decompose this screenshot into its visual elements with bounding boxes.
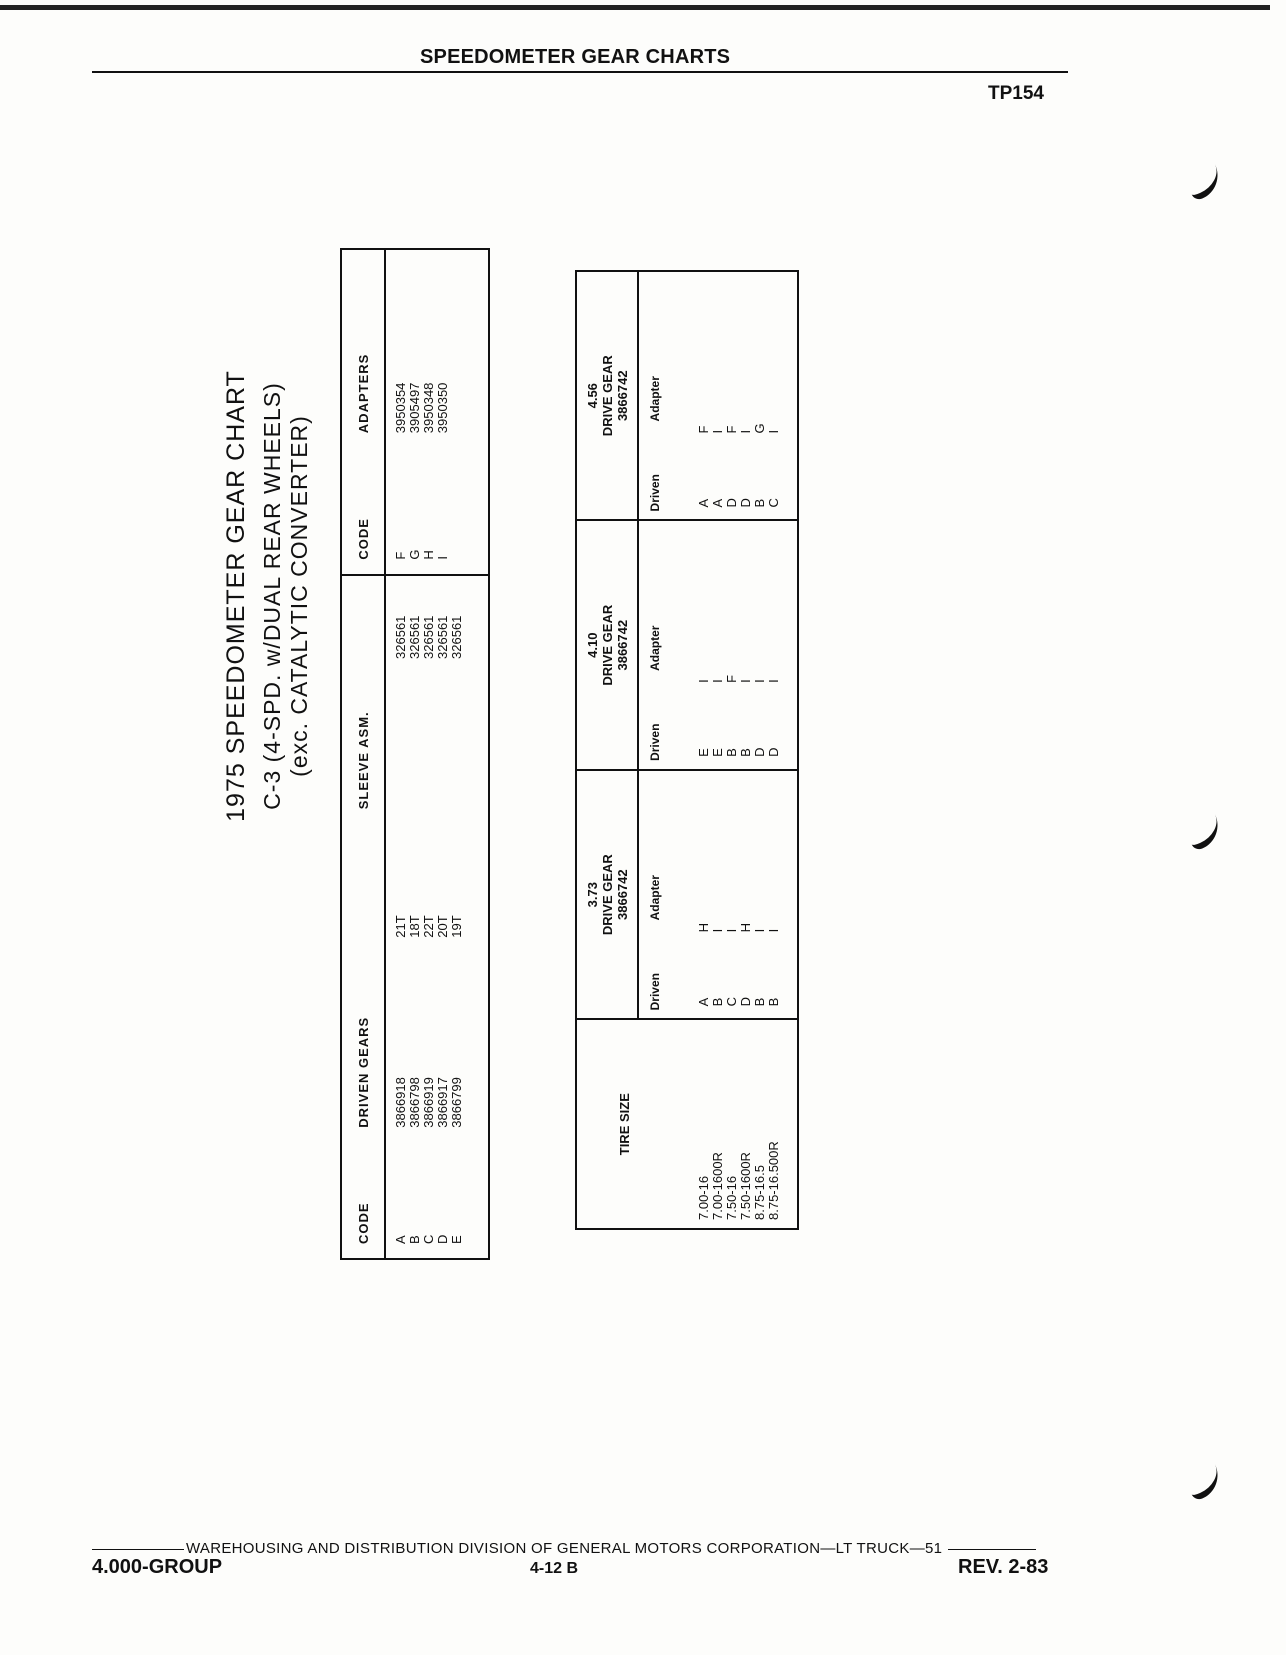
subheader-373: DrivenAdapter	[638, 769, 671, 1020]
gear-373-cell: AH BI CI DH BI BI	[671, 769, 798, 1020]
col-header-driven-gears: DRIVEN GEARS	[341, 823, 385, 1142]
subheader-456: DrivenAdapter	[638, 271, 671, 521]
col-header-code: CODE	[341, 1141, 385, 1259]
gear-table-wrapper: CODE DRIVEN GEARS SLEEVE ASM. CODE ADAPT…	[340, 248, 490, 1260]
tire-size-cell: 7.00-16 7.00-1600R 7.50-16 7.50-1600R 8.…	[696, 1141, 781, 1220]
header-divider	[92, 71, 1068, 73]
group-header-410: 4.10 DRIVE GEAR 3866742	[576, 520, 638, 770]
group-header-373: 3.73 DRIVE GEAR 3866742	[576, 769, 638, 1020]
footer-division-line: WAREHOUSING AND DISTRIBUTION DIVISION OF…	[92, 1540, 1037, 1557]
tire-table: TIRE SIZE 3.73 DRIVE GEAR 3866742 4.10 D…	[575, 270, 799, 1230]
driven-gear-cell: 386691821T 386679818T 386691922T 3866917…	[393, 915, 464, 1128]
col-header-adapters: ADAPTERS	[341, 249, 385, 448]
page-top-edge	[0, 0, 1286, 14]
gear-table: CODE DRIVEN GEARS SLEEVE ASM. CODE ADAPT…	[340, 248, 490, 1260]
footer-division-text: WAREHOUSING AND DISTRIBUTION DIVISION OF…	[186, 1540, 943, 1557]
chart-title: 1975 SPEEDOMETER GEAR CHART	[222, 370, 250, 822]
subheader-410: DrivenAdapter	[638, 520, 671, 770]
footer-rule-left	[92, 1548, 184, 1550]
group-header-456: 4.56 DRIVE GEAR 3866742	[576, 271, 638, 521]
page-title: SPEEDOMETER GEAR CHARTS	[420, 46, 731, 68]
footer-page-number: 4-12 B	[530, 1560, 579, 1577]
adapter-part-cell: 3950354 3905497 3950348 3950350	[393, 382, 450, 434]
binder-hole-mark	[1184, 164, 1226, 202]
tire-table-wrapper: TIRE SIZE 3.73 DRIVE GEAR 3866742 4.10 D…	[575, 270, 799, 1230]
chart-title-block: 1975 SPEEDOMETER GEAR CHART C-3 (4-SPD. …	[222, 226, 332, 966]
footer-group-label: 4.000-GROUP	[92, 1556, 223, 1578]
gear-410-cell: EI EI BF BI DI DI	[671, 520, 798, 770]
chart-subtitle: C-3 (4-SPD. w/DUAL REAR WHEELS)	[259, 382, 285, 810]
driven-code-cell: A B C D E	[393, 1234, 464, 1244]
binder-hole-mark	[1184, 814, 1226, 852]
page-code: TP154	[988, 83, 1044, 104]
binder-hole-mark	[1184, 1464, 1226, 1502]
adapter-code-cell: F G H I	[385, 447, 489, 575]
footer-rule-right	[948, 1548, 1037, 1550]
sleeve-cell: 326561 326561 326561 326561 326561	[393, 615, 464, 659]
col-header-tire-size: TIRE SIZE	[616, 1093, 632, 1156]
col-header-sleeve: SLEEVE ASM.	[341, 574, 385, 824]
chart-subtitle-note: (exc. CATALYTIC CONVERTER)	[286, 415, 312, 777]
footer-revision: REV. 2-83	[958, 1556, 1049, 1578]
gear-456-cell: AF AI DF DI BG CI	[671, 271, 798, 521]
col-header-adapter-code: CODE	[341, 447, 385, 575]
